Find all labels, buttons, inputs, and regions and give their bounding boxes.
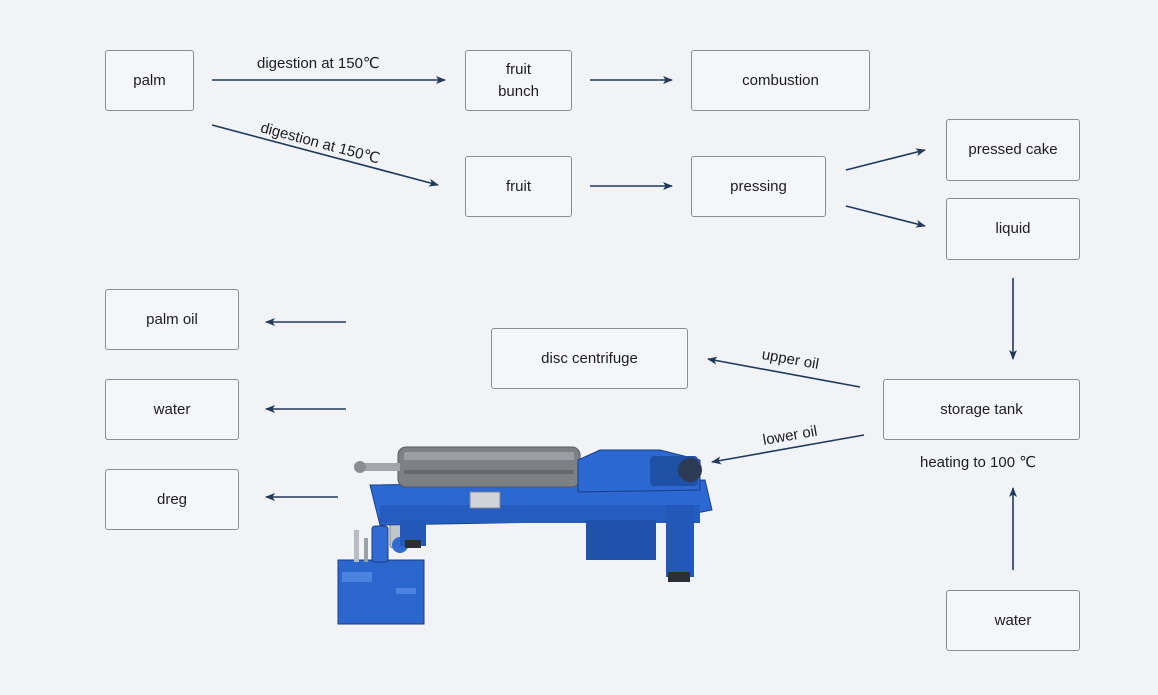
node-pressed-cake: pressed cake (946, 119, 1080, 181)
node-fruit: fruit (465, 156, 572, 217)
node-palm-oil: palm oil (105, 289, 239, 350)
arrows (211, 76, 1017, 570)
node-liquid: liquid (946, 198, 1080, 260)
label-digestion-top: digestion at 150℃ (257, 55, 380, 72)
node-storage-tank: storage tank (883, 379, 1080, 440)
label-heating: heating to 100 ℃ (920, 454, 1037, 471)
arrow-palm-to-fruit (211, 124, 439, 187)
node-water-out: water (105, 379, 239, 440)
node-fruit-bunch: fruit bunch (465, 50, 572, 111)
arrow-upper-oil-to-disc-centrifuge (707, 356, 861, 388)
node-combustion: combustion (691, 50, 870, 111)
node-disc-centrifuge: disc centrifuge (491, 328, 688, 389)
node-pressing: pressing (691, 156, 826, 217)
node-palm: palm (105, 50, 194, 111)
arrow-pressing-to-liquid (845, 205, 926, 228)
decanter-centrifuge-image (337, 446, 713, 625)
arrow-pressing-to-pressed-cake (845, 148, 926, 171)
node-dreg: dreg (105, 469, 239, 530)
node-water-in: water (946, 590, 1080, 651)
arrow-lower-oil-to-decanter (711, 434, 865, 465)
